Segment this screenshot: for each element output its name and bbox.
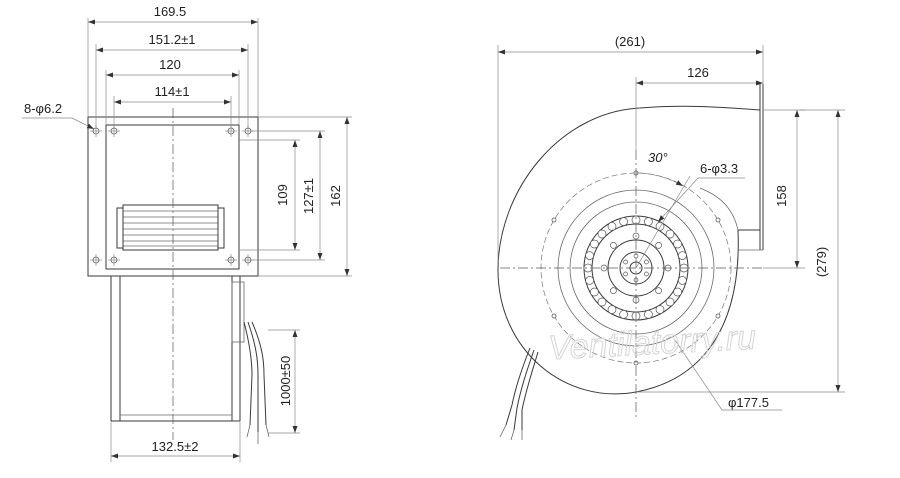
label-127: 127±1 (301, 178, 316, 214)
housing-body (110, 276, 245, 422)
dim-overall-height: (279) (636, 109, 845, 393)
label-8-holes: 8-φ6.2 (24, 101, 62, 116)
label-114: 114±1 (154, 84, 189, 99)
cable-front (499, 347, 539, 441)
dim-overall-width-side: 169.5 (87, 4, 259, 117)
dim-outlet-offset: 126 (635, 65, 763, 150)
cable-side (243, 321, 270, 444)
label-162: 162 (328, 185, 343, 207)
callout-6-holes: 6-φ3.3 (657, 161, 745, 223)
label-169-5: 169.5 (154, 4, 187, 19)
label-261: (261) (615, 34, 645, 49)
label-151-2: 151.2±1 (149, 32, 196, 47)
inlet-opening (105, 124, 240, 270)
callout-diameter: φ177.5 (674, 339, 782, 411)
dim-heights-side: 109 127±1 162 (239, 116, 352, 277)
impeller-side (116, 204, 225, 251)
dim-hole-spacing-outer: 151.2±1 (95, 32, 249, 128)
mounting-holes-side (90, 125, 254, 266)
label-109: 109 (275, 184, 290, 206)
label-1000: 1000±50 (278, 356, 293, 407)
label-120: 120 (159, 57, 181, 72)
dim-angle: 30° (635, 150, 691, 269)
volute-housing (497, 105, 761, 395)
label-126: 126 (687, 65, 709, 80)
label-279: (279) (814, 247, 829, 277)
callout-8-holes: 8-φ6.2 (22, 101, 95, 130)
label-158: 158 (774, 185, 789, 207)
watermark-text: Ventilatorry.ru (547, 319, 757, 368)
dim-cable-length: 1000±50 (268, 329, 300, 434)
label-6-holes: 6-φ3.3 (700, 161, 738, 176)
dim-overall-width-front: (261) (497, 34, 764, 262)
dim-inlet-width: 120 (105, 57, 240, 125)
dim-hole-spacing-inner: 114±1 (113, 84, 232, 128)
side-view: 169.5 151.2±1 120 114±1 8-φ6.2 (22, 4, 352, 462)
label-diameter: φ177.5 (728, 395, 769, 410)
dim-outlet-height: 158 (763, 109, 805, 269)
label-132-5: 132.5±2 (152, 439, 199, 454)
dim-bottom-width: 132.5±2 (110, 421, 241, 462)
label-30-deg: 30° (648, 150, 668, 165)
front-view: (261) 126 30° 6-φ3.3 158 (497, 34, 845, 441)
